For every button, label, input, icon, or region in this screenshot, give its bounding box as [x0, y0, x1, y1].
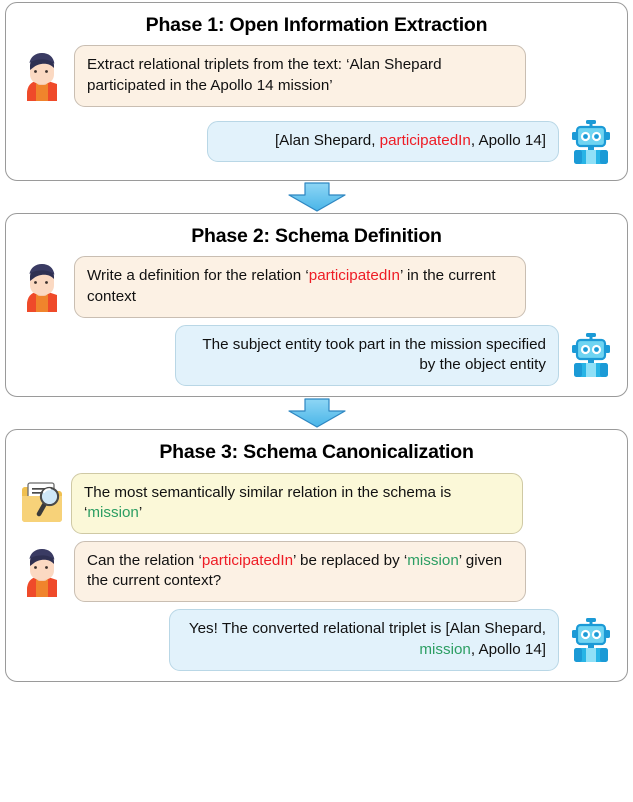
msg-segment: Can the relation ‘: [87, 552, 202, 570]
msg-segment: , Apollo 14]: [470, 640, 546, 658]
down-arrow-icon: [5, 397, 628, 429]
robot-icon: [565, 327, 617, 383]
msg-segment: , Apollo 14]: [470, 132, 546, 150]
bot-message-bubble: Yes! The converted relational triplet is…: [169, 609, 559, 671]
relation-keyword: participatedIn: [379, 132, 471, 150]
robot-icon: [565, 114, 617, 170]
down-arrow-icon: [5, 181, 628, 213]
phase-title-2: Phase 2: Schema Definition: [191, 224, 442, 247]
bot-message-bubble: [Alan Shepard, participatedIn, Apollo 14…: [207, 121, 559, 163]
canonical-relation-keyword: mission: [87, 503, 139, 521]
message-row: Can the relation ‘participatedIn’ be rep…: [16, 541, 617, 603]
canonical-relation-keyword: mission: [407, 552, 459, 570]
message-row: Write a definition for the relation ‘par…: [16, 256, 617, 318]
msg-segment: Yes! The converted relational triplet is…: [188, 620, 546, 638]
phase-title-1: Phase 1: Open Information Extraction: [145, 14, 488, 36]
message-row: Extract relational triplets from the tex…: [16, 45, 617, 107]
bot-message-bubble: The subject entity took part in the miss…: [175, 324, 559, 387]
msg-segment: Extract relational triplets from the tex…: [87, 56, 442, 94]
relation-keyword: participatedIn: [308, 267, 400, 285]
relation-keyword: participatedIn: [201, 552, 294, 570]
user-message-bubble: Can the relation ‘participatedIn’ be rep…: [74, 541, 526, 603]
user-message-bubble: Extract relational triplets from the tex…: [74, 45, 526, 107]
robot-icon: [565, 612, 617, 668]
person-avatar-icon: [16, 48, 68, 104]
schema-message-bubble: The most semantically similar relation i…: [71, 472, 523, 535]
msg-segment: Write a definition for the relation ‘: [87, 267, 309, 285]
msg-segment: ’ be replaced by ‘: [293, 552, 408, 570]
user-message-bubble: Write a definition for the relation ‘par…: [74, 256, 526, 318]
msg-segment: The subject entity took part in the miss…: [202, 335, 546, 373]
person-avatar-icon: [16, 544, 68, 600]
msg-segment: The most semantically similar relation i…: [84, 483, 452, 521]
phase-panel-3: Phase 3: Schema Canonicalization The mos…: [5, 429, 628, 682]
phase-panel-1: Phase 1: Open Information Extraction Ext…: [5, 2, 628, 181]
person-avatar-icon: [16, 259, 68, 315]
msg-segment: [Alan Shepard,: [274, 132, 380, 150]
canonical-relation-keyword: mission: [419, 640, 471, 658]
phase-title-3: Phase 3: Schema Canonicalization: [159, 441, 474, 464]
message-row: [Alan Shepard, participatedIn, Apollo 14…: [16, 114, 617, 170]
folder-search-icon: [16, 475, 68, 531]
message-row: The most semantically similar relation i…: [16, 472, 617, 535]
message-row: Yes! The converted relational triplet is…: [16, 609, 617, 671]
msg-segment: ’ given the current context?: [87, 552, 503, 590]
msg-segment: ’: [138, 503, 143, 521]
phase-panel-2: Phase 2: Schema Definition Write a defin…: [5, 212, 628, 398]
message-row: The subject entity took part in the miss…: [16, 324, 617, 387]
msg-segment: ’ in the current context: [87, 267, 496, 305]
